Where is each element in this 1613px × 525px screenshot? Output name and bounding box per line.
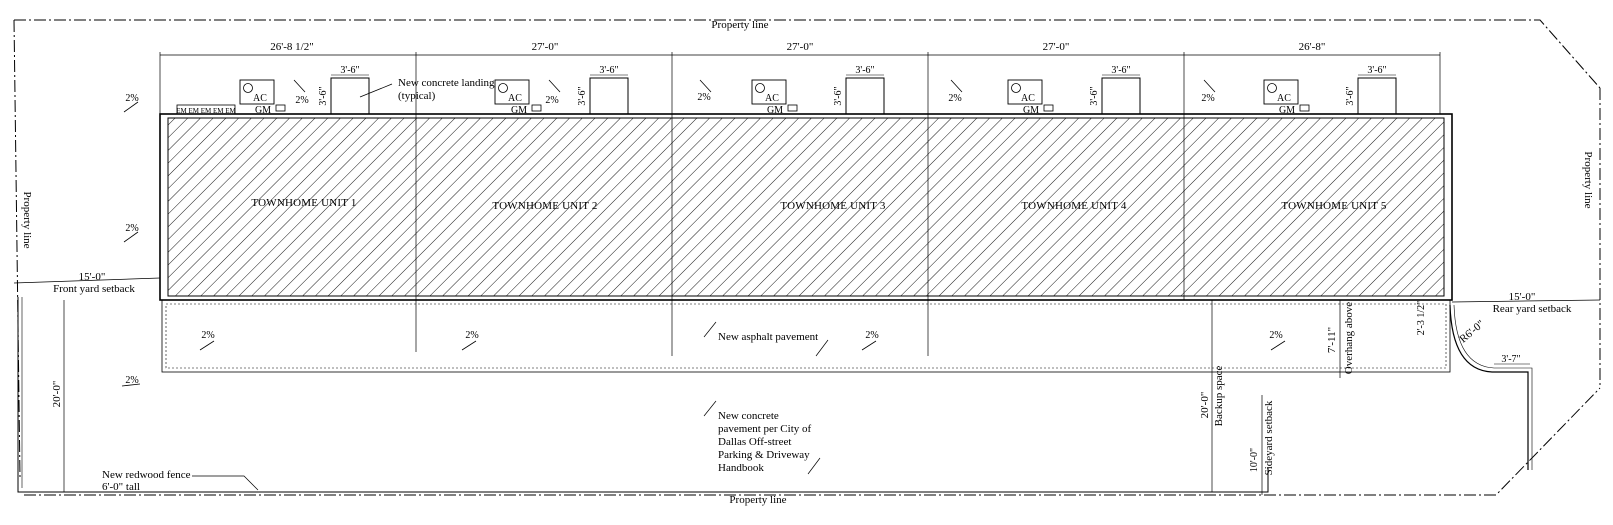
redwood-fence — [17, 297, 1269, 493]
unit-2-width-dim: 27'-0" — [532, 41, 559, 53]
gas-meters — [275, 104, 1310, 112]
gm-5-label: GM — [1279, 105, 1295, 116]
concrete-note-line5: Handbook — [718, 462, 764, 474]
building-footprint — [159, 113, 1453, 301]
gm-1-label: GM — [255, 105, 271, 116]
unit-3-width-dim: 27'-0" — [787, 41, 814, 53]
backup-space-label: Backup space — [1213, 365, 1225, 426]
unit-1-width-dim: 26'-8 1/2" — [270, 41, 313, 53]
unit-3-label: TOWNHOME UNIT 3 — [780, 200, 886, 212]
ac-3-label: AC — [765, 93, 779, 104]
paving-outlines — [161, 299, 1533, 470]
curb-return-dim: 3'-7" — [1501, 354, 1520, 365]
property-line-bottom-label: Property line — [729, 494, 786, 506]
property-line-left-label: Property line — [21, 191, 33, 248]
landing-4-depth-dim: 3'-6" — [1089, 86, 1100, 105]
unit-2-label: TOWNHOME UNIT 2 — [492, 200, 597, 212]
drive-depth-right-dim: 20'-0" — [1199, 392, 1211, 419]
radius-dim: R6'-0" — [1457, 318, 1487, 346]
concrete-note-line3: Dallas Off-street — [718, 436, 791, 448]
landing-note-line2: (typical) — [398, 90, 436, 102]
ac-4-label: AC — [1021, 93, 1035, 104]
slope-label-11: 2% — [1269, 330, 1282, 341]
meter-bank-label: EM EM EM EM EM — [176, 107, 236, 115]
slope-label-3: 2% — [295, 95, 308, 106]
landing-note-line1: New concrete landing — [398, 77, 495, 89]
landing-4-width-dim: 3'-6" — [1111, 65, 1130, 76]
gm-2-label: GM — [511, 105, 527, 116]
asphalt-note: New asphalt pavement — [718, 331, 818, 343]
concrete-landings — [330, 74, 1397, 115]
front-setback-label: Front yard setback — [53, 283, 135, 295]
unit-4-width-dim: 27'-0" — [1043, 41, 1070, 53]
slope-label-5: 2% — [697, 92, 710, 103]
landing-5-depth-dim: 3'-6" — [1345, 86, 1356, 105]
rear-setback-dim: 15'-0" — [1509, 291, 1536, 303]
gm-3-label: GM — [767, 105, 783, 116]
landing-1-width-dim: 3'-6" — [340, 65, 359, 76]
slope-label-1: 2% — [125, 93, 138, 104]
slope-label-10: 2% — [865, 330, 878, 341]
slope-arrows — [121, 79, 1286, 387]
slope-label-7: 2% — [1201, 93, 1214, 104]
ac-1-label: AC — [253, 93, 267, 104]
unit-4-label: TOWNHOME UNIT 4 — [1021, 200, 1127, 212]
concrete-note-line2: pavement per City of — [718, 423, 812, 435]
unit-division-lines — [159, 52, 1441, 356]
overhang-label: Overhang above — [1343, 302, 1355, 375]
slope-label-8: 2% — [201, 330, 214, 341]
gm-4-label: GM — [1023, 105, 1039, 116]
landing-2-depth-dim: 3'-6" — [577, 86, 588, 105]
unit-1-label: TOWNHOME UNIT 1 — [251, 197, 356, 209]
unit-5-label: TOWNHOME UNIT 5 — [1281, 200, 1387, 212]
property-line-top-label: Property line — [711, 19, 768, 31]
fence-note-line2: 6'-0" tall — [102, 481, 140, 493]
curb-offset-dim: 2'-3 1/2" — [1416, 301, 1427, 336]
slope-label-9: 2% — [465, 330, 478, 341]
property-boundary — [13, 19, 1601, 496]
landing-3-depth-dim: 3'-6" — [833, 86, 844, 105]
concrete-note-line4: Parking & Driveway — [718, 449, 810, 461]
fence-note-line1: New redwood fence — [102, 469, 191, 481]
landing-2-width-dim: 3'-6" — [599, 65, 618, 76]
ac-2-label: AC — [508, 93, 522, 104]
slope-label-12: 2% — [125, 375, 138, 386]
ac-units — [239, 79, 1299, 105]
landing-5-width-dim: 3'-6" — [1367, 65, 1386, 76]
slope-label-4: 2% — [545, 95, 558, 106]
property-line-right-label: Property line — [1582, 151, 1594, 208]
overhang-dim: 7'-11" — [1326, 327, 1338, 353]
side-setback-label: Sideyard setback — [1263, 400, 1275, 475]
concrete-note-line1: New concrete — [718, 410, 779, 422]
slope-label-6: 2% — [948, 93, 961, 104]
landing-1-depth-dim: 3'-6" — [318, 86, 329, 105]
rear-setback-label: Rear yard setback — [1493, 303, 1572, 315]
ac-5-label: AC — [1277, 93, 1291, 104]
electric-meter-bank — [176, 104, 236, 115]
unit-5-width-dim: 26'-8" — [1299, 41, 1326, 53]
landing-3-width-dim: 3'-6" — [855, 65, 874, 76]
side-setback-dim: 10'-0" — [1249, 448, 1260, 472]
drive-depth-left-dim: 20'-0" — [51, 381, 63, 408]
slope-label-2: 2% — [125, 223, 138, 234]
front-setback-dim: 15'-0" — [79, 271, 106, 283]
